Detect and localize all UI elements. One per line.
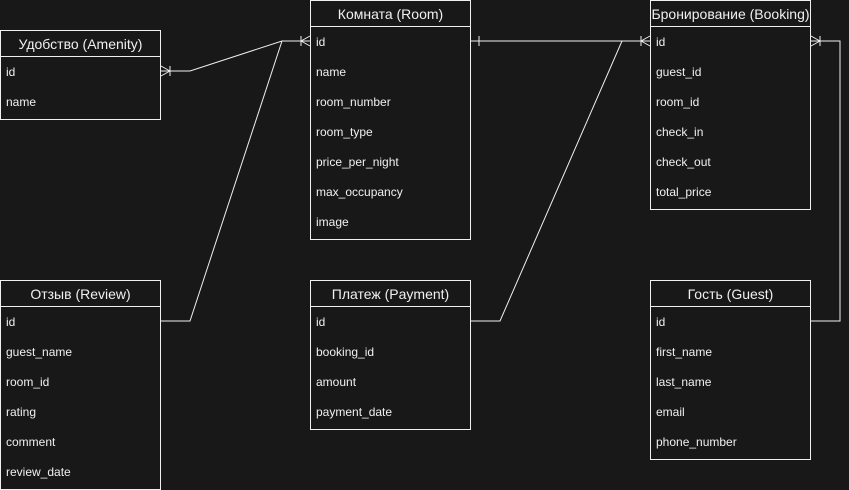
link-guest-booking[interactable] xyxy=(811,40,841,322)
field-check-in[interactable]: check_in xyxy=(656,125,704,139)
entity-title: Отзыв (Review) xyxy=(1,281,160,307)
field-room-number[interactable]: room_number xyxy=(316,95,391,109)
entity-amenity[interactable]: Удобство (Amenity) id name xyxy=(0,30,161,120)
field-price-per-night[interactable]: price_per_night xyxy=(316,155,399,169)
field-guest-id[interactable]: guest_id xyxy=(656,65,702,79)
field-max-occupancy[interactable]: max_occupancy xyxy=(316,185,403,199)
field-name[interactable]: name xyxy=(6,95,37,109)
field-id[interactable]: id xyxy=(316,35,326,49)
field-name[interactable]: name xyxy=(316,65,347,79)
field-id[interactable]: id xyxy=(316,315,326,329)
field-id[interactable]: id xyxy=(656,35,666,49)
entity-room[interactable]: Комната (Room) id name room_number room_type… xyxy=(310,0,471,240)
link-amenity-room[interactable] xyxy=(161,40,310,72)
field-total-price[interactable]: total_price xyxy=(656,185,712,199)
entity-title: Удобство (Amenity) xyxy=(1,31,160,57)
field-room-type[interactable]: room_type xyxy=(316,125,373,139)
entity-title: Гость (Guest) xyxy=(651,281,810,307)
field-last-name[interactable]: last_name xyxy=(656,375,712,389)
field-comment[interactable]: comment xyxy=(6,435,56,449)
crowfoot-many-marker xyxy=(640,35,651,47)
field-image[interactable]: image xyxy=(316,215,349,229)
field-check-out[interactable]: check_out xyxy=(656,155,711,169)
field-id[interactable]: id xyxy=(6,315,16,329)
field-amount[interactable]: amount xyxy=(316,375,357,389)
crowfoot-many-marker xyxy=(160,65,171,77)
entity-title: Бронирование (Booking) xyxy=(651,1,810,27)
field-first-name[interactable]: first_name xyxy=(656,345,713,359)
field-room-id[interactable]: room_id xyxy=(6,375,50,389)
crowfoot-many-marker xyxy=(810,35,821,47)
field-phone-number[interactable]: phone_number xyxy=(656,435,737,449)
link-payment-booking[interactable] xyxy=(471,40,650,322)
link-review-room[interactable] xyxy=(161,40,310,322)
entity-title: Комната (Room) xyxy=(311,1,470,27)
field-payment-date[interactable]: payment_date xyxy=(316,405,393,419)
field-id[interactable]: id xyxy=(656,315,666,329)
field-room-id[interactable]: room_id xyxy=(656,95,700,109)
field-booking-id[interactable]: booking_id xyxy=(316,345,375,359)
field-rating[interactable]: rating xyxy=(6,405,37,419)
field-id[interactable]: id xyxy=(6,65,16,79)
crowfoot-many-marker xyxy=(300,35,311,47)
field-review-date[interactable]: review_date xyxy=(6,465,71,479)
entity-title: Платеж (Payment) xyxy=(311,281,470,307)
field-guest-name[interactable]: guest_name xyxy=(6,345,73,359)
field-email[interactable]: email xyxy=(656,405,685,419)
